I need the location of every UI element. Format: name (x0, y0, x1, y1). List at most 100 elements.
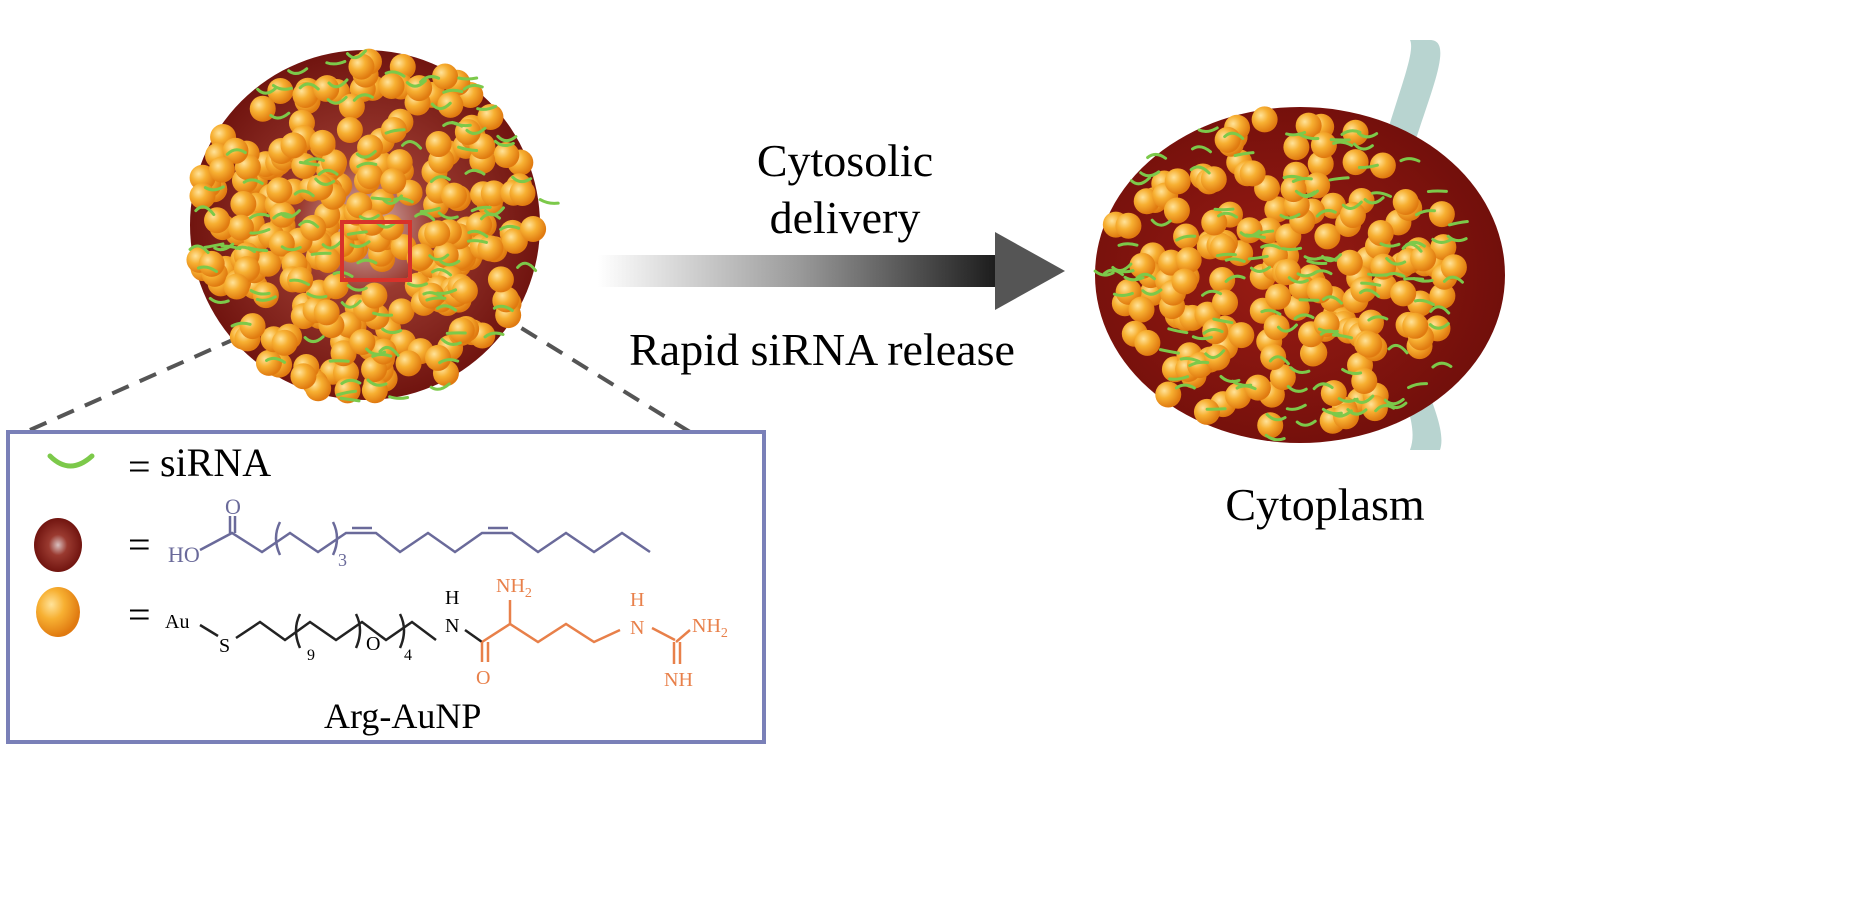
sirna-strand (465, 126, 487, 135)
aunp-bead (408, 243, 435, 270)
aunp-bead (280, 132, 307, 159)
sirna-strand (406, 282, 428, 288)
aunp-bead (1361, 395, 1388, 422)
sirna-strand (249, 228, 271, 235)
sirna-strand (1189, 165, 1211, 175)
aunp-bead (230, 190, 257, 217)
sirna-strand (466, 239, 488, 244)
sirna-strand (431, 268, 453, 277)
sirna-strand (1360, 281, 1382, 287)
aunp-bead (361, 282, 388, 309)
aunp-bead (204, 207, 231, 234)
sirna-strand (328, 359, 350, 363)
sirna-strand (1367, 315, 1389, 322)
sirna-strand (1123, 275, 1145, 282)
sirna-strand (1150, 218, 1172, 227)
arrow-label-bottom: Rapid siRNA release (629, 324, 1015, 375)
aunp-bead (1228, 322, 1255, 349)
sirna-strand (346, 283, 368, 292)
aunp-bead (227, 214, 254, 241)
guanidine-nh2: NH2 (692, 615, 728, 641)
aunp-bead (520, 215, 547, 242)
carbonyl-o: O (476, 667, 490, 689)
aunp-bead (1263, 314, 1290, 341)
sirna-strand (414, 212, 436, 222)
sirna-strand (445, 331, 467, 335)
aunp-bead (380, 168, 407, 195)
sirna-strand (467, 229, 489, 238)
aunp-bead (356, 163, 383, 190)
sirna-strand (1312, 382, 1334, 391)
aunp-bead (1283, 134, 1310, 161)
sirna-strand (1201, 289, 1223, 297)
sirna-strand (492, 304, 514, 313)
aunp-bead (1269, 364, 1296, 391)
sirna-strand (1429, 305, 1451, 315)
sirna-strand (1332, 140, 1354, 147)
sirna-strand (298, 82, 320, 91)
sirna-strand (442, 121, 464, 128)
sirna-strand (1260, 243, 1282, 250)
sirna-strand (314, 177, 336, 186)
sirna-strand (1447, 220, 1469, 227)
sirna-strand (1253, 229, 1275, 237)
sirna-strand (1093, 269, 1115, 277)
sirna-strand (516, 261, 538, 273)
sirna-strand (370, 196, 392, 202)
zoom-highlight-box (340, 220, 412, 282)
sirna-strand (1403, 277, 1425, 281)
sirna-strand (1379, 242, 1401, 248)
aunp-bead (425, 131, 452, 158)
guanidine-n: N (630, 617, 644, 639)
sirna-strand (1413, 298, 1435, 307)
sirna-strand (1212, 317, 1234, 325)
aunp-bead (1175, 247, 1202, 274)
sirna-strand (1331, 333, 1353, 340)
sirna-strand (381, 194, 403, 205)
sirna-strand (356, 161, 378, 169)
sirna-strand (271, 84, 293, 91)
sirna-strand (1426, 189, 1448, 194)
aunp-bead (451, 277, 478, 304)
sirna-strand (378, 345, 400, 357)
sirna-strand (1191, 335, 1213, 341)
sirna-strand (1179, 356, 1201, 364)
legend-box: = siRNA = HO O 3 = Au (6, 430, 766, 744)
sirna-strand (1321, 407, 1343, 416)
aunp-bead (255, 250, 282, 277)
sirna-strand (372, 311, 394, 317)
aunp-bead (1225, 382, 1252, 409)
sirna-strand (511, 175, 533, 184)
sirna-strand (1146, 152, 1168, 160)
sirna-strand (1129, 176, 1151, 186)
aunp-bead (314, 246, 341, 273)
sirna-strand (425, 296, 447, 302)
sirna-strand (194, 205, 216, 217)
sirna-strand (440, 337, 462, 346)
sirna-strand (1386, 401, 1408, 410)
arg-sub4: 4 (404, 647, 412, 664)
aunp-bead (1428, 201, 1455, 228)
sirna-strand (340, 299, 362, 309)
sirna-strand (203, 185, 225, 192)
sirna-strand (321, 239, 343, 250)
guanidine-nh: NH (664, 669, 693, 691)
sirna-strand (1205, 407, 1227, 411)
arrow-label-line2: delivery (770, 192, 921, 243)
sirna-strand (298, 219, 320, 229)
guanidine-h: H (630, 589, 644, 611)
sirna-strand (1319, 329, 1341, 337)
aunp-bead (395, 350, 422, 377)
aunp-bead (1314, 223, 1341, 250)
sirna-strand (384, 70, 406, 78)
legend-caption: Arg-AuNP (324, 696, 481, 736)
sirna-strand (303, 157, 325, 164)
aunp-bead (313, 299, 340, 326)
sirna-strand (1294, 189, 1316, 198)
sirna-strand (1399, 157, 1421, 163)
arg-au: Au (165, 611, 189, 633)
aunp-bead (1163, 197, 1190, 224)
sirna-strand (457, 145, 479, 152)
sirna-strand (325, 59, 347, 66)
